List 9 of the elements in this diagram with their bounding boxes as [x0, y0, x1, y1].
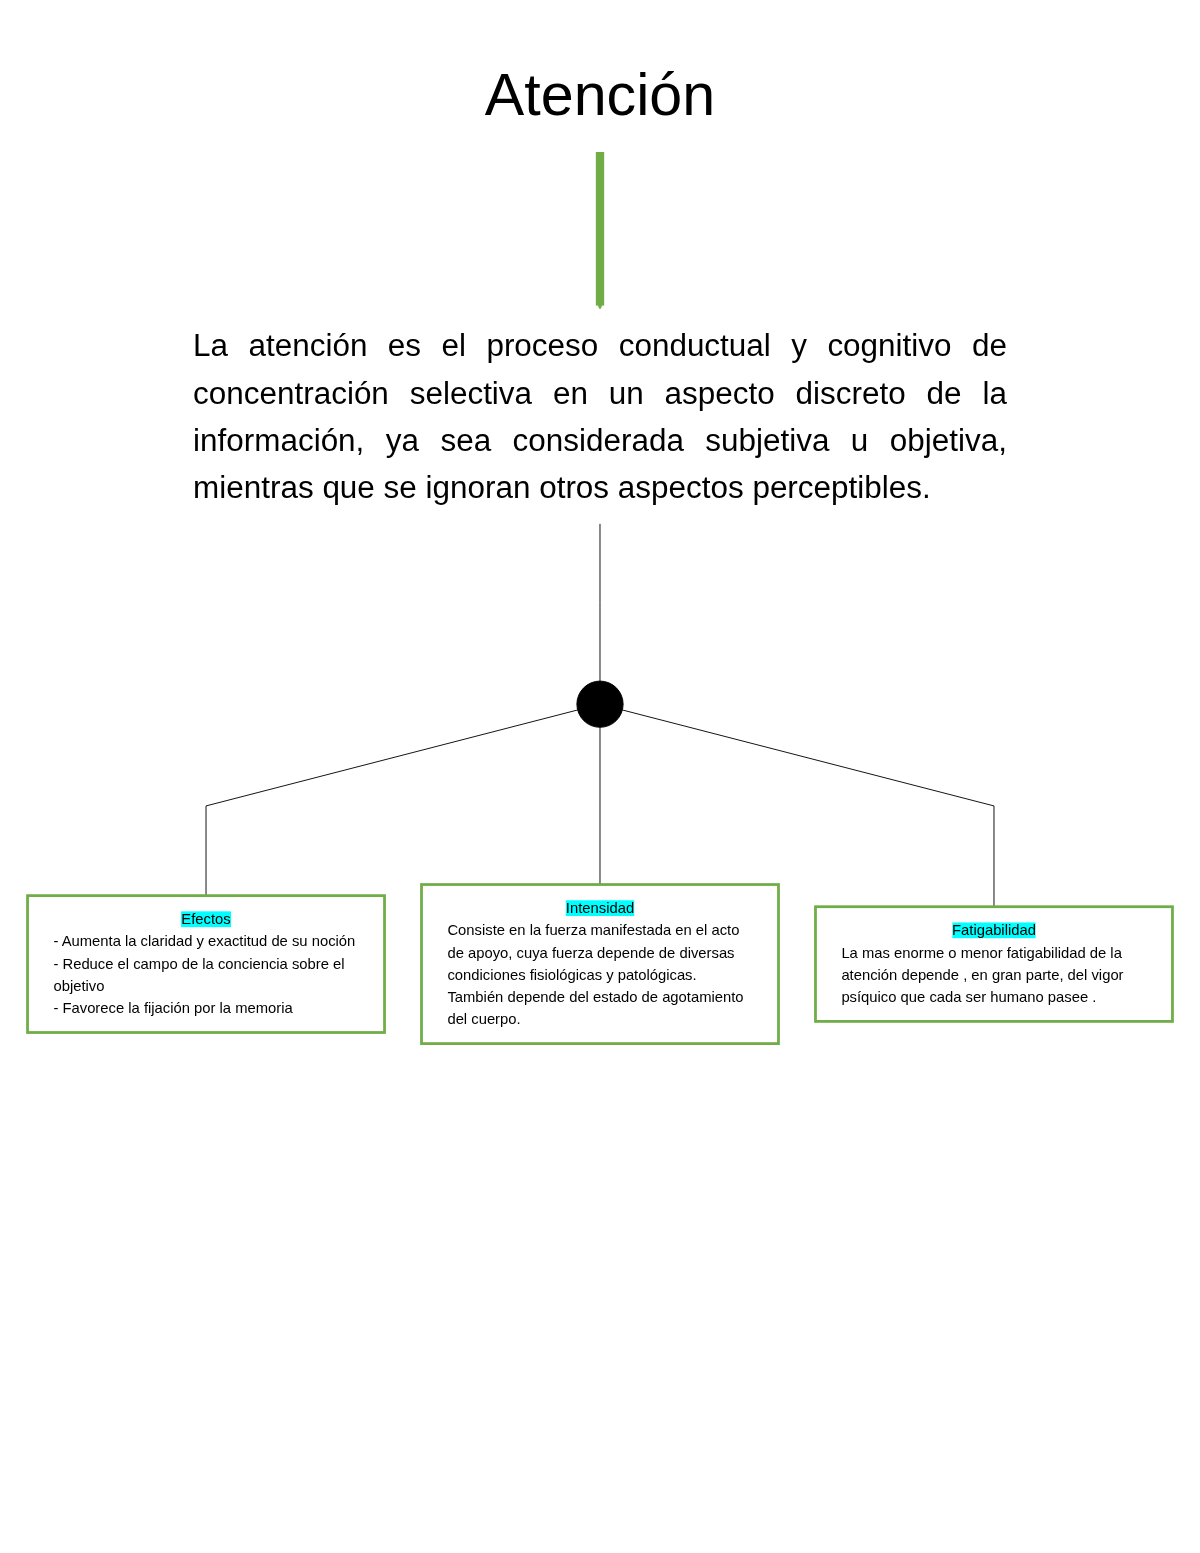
- node-box: Fatigabilidad La mas enorme o menor fatigabilidad de la atención depende , en gran parte, del vigor psíquico que cada ser humano pasee .: [814, 905, 1174, 1023]
- connector: [599, 726, 601, 885]
- connector: [599, 523, 601, 682]
- node-box: Intensidad Consiste en la fuerza manifestada en el acto de apoyo, cuya fuerza depende de diversas condiciones fisiológicas y patológicas. También depende del estado de agotamiento del cuerpo.: [420, 883, 780, 1045]
- node-circle: [576, 680, 624, 728]
- arrow: [595, 152, 605, 310]
- node-box: Efectos - Aumenta la claridad y exactitud de su noción - Reduce el campo de la conciencia sobre el objetivo - Favorece la fijación por la memoria: [26, 894, 386, 1034]
- node-text: La atención es el proceso conductual y cognitivo de concentración selectiva en un aspecto discreto de la información, ya sea considerada subjetiva u objetiva, mientras que se ignoran otros aspectos perceptibles.: [193, 327, 1007, 505]
- node-text: Atención: [484, 61, 716, 129]
